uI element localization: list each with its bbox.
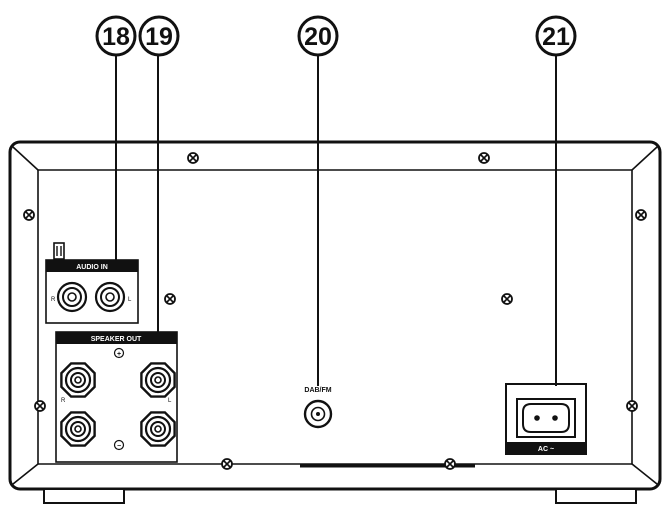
- screw-icon: [164, 293, 176, 305]
- callout-21: 21: [535, 15, 577, 57]
- speaker-out-panel: SPEAKER OUT + − R L: [55, 331, 178, 463]
- audio-in-right-label: R: [51, 297, 56, 303]
- foot-left: [43, 488, 125, 504]
- svg-text:21: 21: [542, 23, 570, 51]
- antenna-label: DAB/FM: [304, 387, 331, 394]
- svg-text:19: 19: [145, 23, 173, 51]
- screw-icon: [34, 400, 46, 412]
- screw-icon: [626, 400, 638, 412]
- audio-in-label: AUDIO IN: [76, 264, 108, 271]
- screw-icon: [221, 458, 233, 470]
- screw-icon: [23, 209, 35, 221]
- screw-icon: [444, 458, 456, 470]
- speaker-terminal-right-plus[interactable]: [60, 362, 96, 398]
- speaker-terminal-left-minus[interactable]: [140, 411, 176, 447]
- svg-text:20: 20: [304, 23, 332, 51]
- antenna-panel: DAB/FM: [303, 387, 333, 429]
- antenna-jack[interactable]: [303, 399, 333, 429]
- audio-in-left-label: L: [128, 297, 132, 303]
- screw-icon: [478, 152, 490, 164]
- speaker-terminals: [60, 362, 176, 447]
- svg-text:18: 18: [102, 23, 130, 51]
- audio-in-panel: AUDIO IN R L: [45, 242, 139, 324]
- ac-socket[interactable]: [516, 398, 576, 438]
- speaker-out-label: SPEAKER OUT: [91, 336, 142, 343]
- ac-inlet-panel: AC ~: [505, 383, 587, 455]
- screw-icon: [635, 209, 647, 221]
- device-feet: [43, 488, 637, 504]
- rca-jack-left[interactable]: [94, 281, 126, 313]
- speaker-right-label: R: [61, 398, 66, 404]
- speaker-minus-icon: −: [113, 439, 125, 451]
- speaker-terminal-left-plus[interactable]: [140, 362, 176, 398]
- rca-jack-right[interactable]: [56, 281, 88, 313]
- speaker-left-label: L: [168, 398, 172, 404]
- callout-20: 20: [297, 15, 339, 57]
- callout-19: 19: [138, 15, 180, 57]
- callout-lines: [115, 56, 557, 386]
- foot-right: [555, 488, 637, 504]
- screw-icon: [501, 293, 513, 305]
- speaker-terminal-right-minus[interactable]: [60, 411, 96, 447]
- ac-inlet-label: AC ~: [538, 446, 554, 453]
- screw-icon: [187, 152, 199, 164]
- svg-text:+: +: [117, 351, 121, 358]
- device-body: [8, 140, 662, 491]
- speaker-plus-icon: +: [113, 347, 125, 359]
- callout-18: 18: [95, 15, 137, 57]
- svg-text:−: −: [117, 443, 121, 450]
